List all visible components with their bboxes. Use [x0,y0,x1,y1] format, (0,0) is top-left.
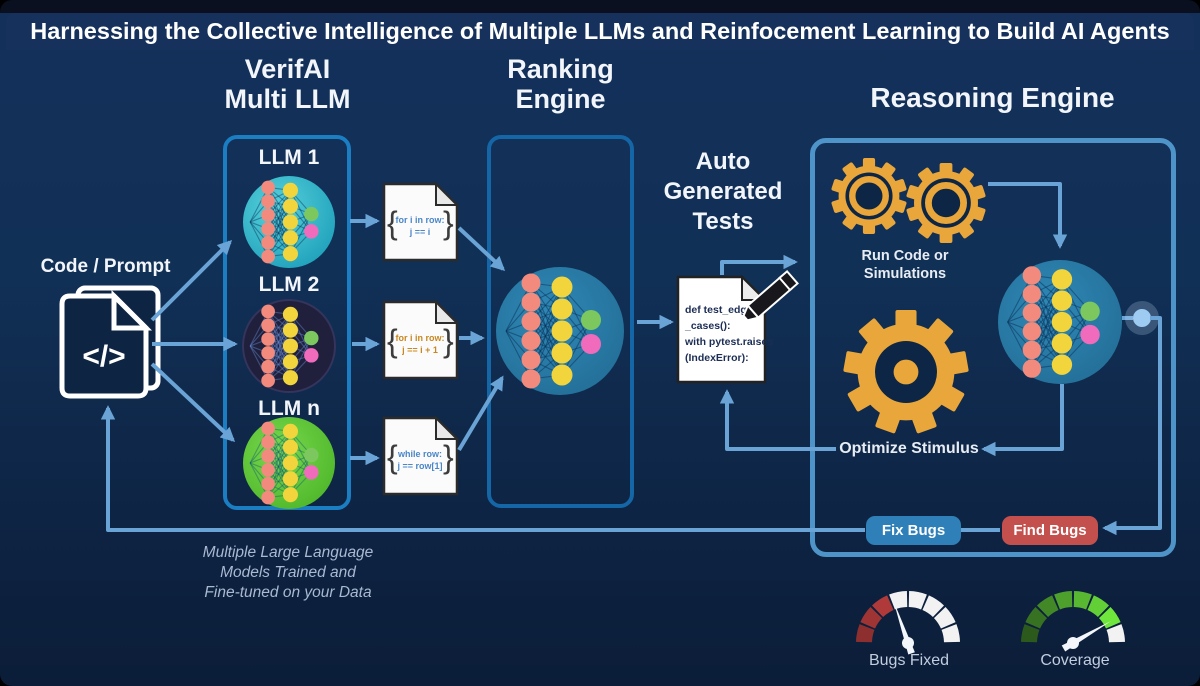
ranking-network-circle [496,267,624,395]
glow-node [1122,301,1159,335]
verifai-heading: VerifAI Multi LLM [180,54,395,114]
coverage-gauge [1021,591,1125,652]
bugs-fixed-label: Bugs Fixed [868,652,950,669]
arrow-gears-to-network [988,182,1068,249]
svg-text:with pytest.raises: with pytest.raises [684,336,773,348]
svg-text:def test_edge: def test_edge [685,304,753,316]
code-doc-3: { } while row: j == row[1] [382,415,460,496]
brace-open: { [387,205,398,241]
auto-generated-tests-heading: Auto Generated Tests [663,148,783,235]
models-caption: Multiple Large Language Models Trained a… [202,544,374,602]
svg-text:{: { [387,323,398,359]
brace-close: } [443,205,454,241]
reasoning-network-circle [998,260,1122,384]
run-code-label: Run Code or Simulations [861,248,949,283]
verifai-heading-line2: Multi LLM [224,83,351,114]
svg-text:j == i + 1: j == i + 1 [401,345,438,355]
svg-text:(IndexError):: (IndexError): [685,352,749,364]
arrow-node-to-findbugs [1102,316,1162,536]
pencil-icon [739,269,799,324]
coverage-label: Coverage [1040,652,1110,669]
arrow-code-to-llm1 [150,239,233,322]
llm1-network-circle [243,176,335,268]
llm2-network-circle [242,299,336,393]
test-document: def test_edge _cases(): with pytest.rais… [676,274,773,384]
code-slash-glyph: </> [82,340,125,373]
svg-text:for i in row:: for i in row: [396,333,445,343]
llmn-label: LLM n [258,397,320,420]
svg-text:{: { [387,439,398,475]
llmn-network-circle [243,417,335,509]
code-document-icon: </> [59,285,161,399]
arrow-network-to-optimize [981,384,1064,457]
find-bugs-button[interactable]: Find Bugs [1002,516,1098,545]
reasoning-heading: Reasoning Engine [870,82,1115,113]
arrow-optimize-to-tests [719,389,836,451]
svg-text:j == row[1]: j == row[1] [396,461,442,471]
arrow-tests-to-reasoning [720,254,798,275]
llm2-label: LLM 2 [258,273,320,296]
svg-text:_cases():: _cases(): [684,320,731,332]
verifai-heading-line1: VerifAI [244,54,331,84]
ranking-engine-box [487,135,634,508]
page-title: Harnessing the Collective Intelligence o… [6,13,1194,50]
gears-icon [831,158,986,434]
arrow-code-to-llmn [150,362,236,442]
arrow-doc3-to-ranking [457,375,504,452]
fix-bugs-button[interactable]: Fix Bugs [866,516,961,545]
svg-text:j == i: j == i [409,227,431,237]
svg-text:}: } [443,439,454,475]
code-doc-1: { } for i in row: j == i [382,181,460,262]
llm1-label: LLM 1 [258,146,320,169]
ranking-heading: Ranking Engine [507,54,614,114]
code-prompt-label: Code / Prompt [40,256,171,277]
bugs-fixed-gauge [856,591,960,655]
arrow-fixbugs-to-code [100,405,865,532]
svg-text:while row:: while row: [397,449,442,459]
arrow-doc1-to-ranking [457,226,506,271]
folded-corner [111,289,153,331]
optimize-stimulus-label: Optimize Stimulus [839,440,979,457]
svg-text:for i in row:: for i in row: [396,215,445,225]
code-doc-2: { } for i in row: j == i + 1 [382,299,460,380]
reasoning-engine-box [810,138,1176,557]
svg-text:}: } [443,323,454,359]
